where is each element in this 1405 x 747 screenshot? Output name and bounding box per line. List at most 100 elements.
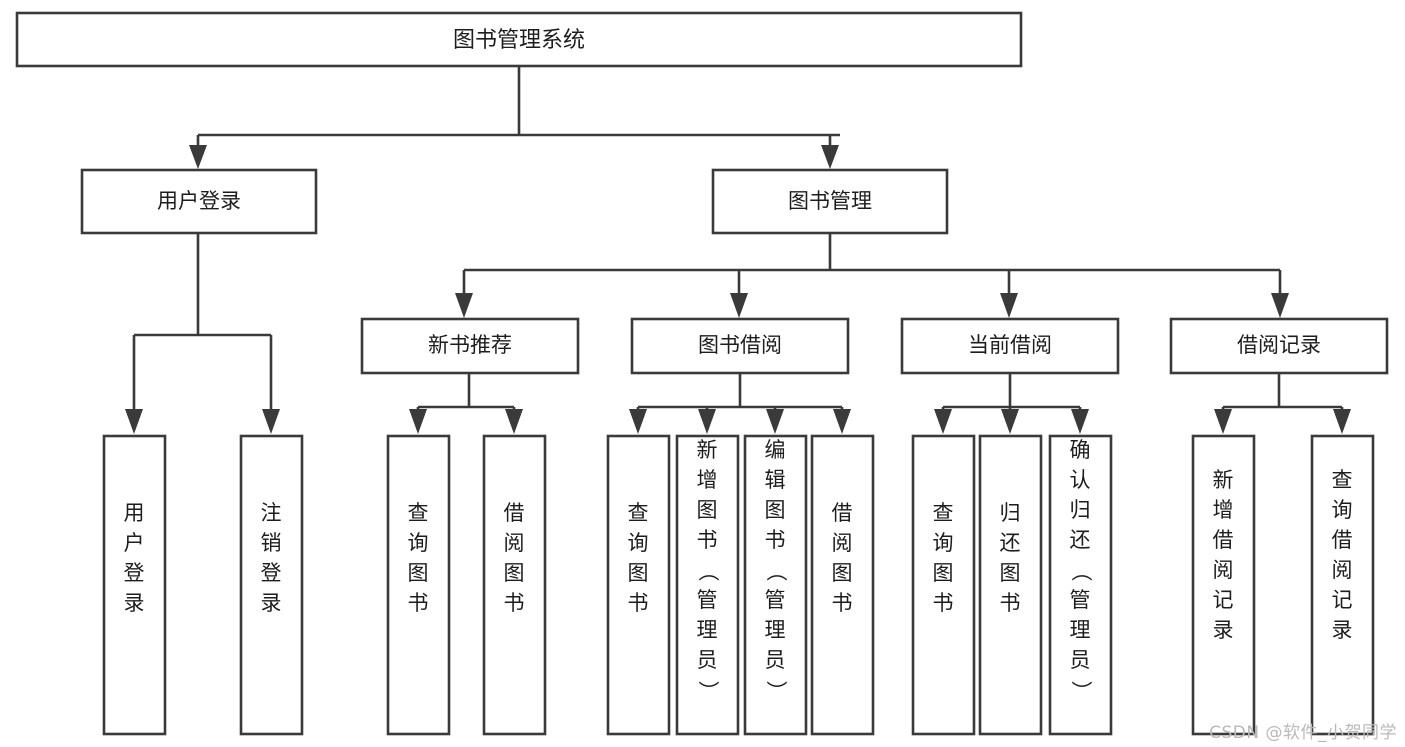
node-root[interactable]: 图书管理系统 <box>15 11 1023 68</box>
vertical-char: 用 <box>124 501 145 525</box>
node-borrow-record-label: 借阅记录 <box>1237 333 1321 357</box>
node-book-borrow-label: 图书借阅 <box>698 333 782 357</box>
node-current-borrow[interactable]: 当前借阅 <box>900 317 1120 375</box>
vertical-char: 书 <box>1000 591 1021 615</box>
connector-group-user-login <box>125 233 280 434</box>
vertical-char: 询 <box>628 531 649 555</box>
edge-current-borrow-to-leaves <box>941 373 1082 412</box>
node-leaf-5-box[interactable] <box>606 434 671 736</box>
vertical-char: 查 <box>408 501 429 525</box>
node-leaf-8-box[interactable] <box>810 434 875 736</box>
vertical-char: 图 <box>933 561 954 585</box>
vertical-char: 增 <box>697 468 718 492</box>
node-leaf-6-box[interactable] <box>675 434 740 736</box>
vertical-char: 员 <box>697 648 718 672</box>
arrow-to-leaf-4 <box>505 409 523 434</box>
arrow-to-user-login <box>189 145 207 169</box>
vertical-char: 户 <box>124 531 145 555</box>
node-leaf-7-box[interactable] <box>743 434 808 736</box>
vertical-char: 查 <box>933 501 954 525</box>
node-borrow-record-box[interactable] <box>1169 317 1389 375</box>
vertical-char: 书 <box>933 591 954 615</box>
node-new-book-rec-box[interactable] <box>360 317 580 375</box>
node-leaf-13-box[interactable] <box>1310 434 1375 736</box>
node-leaf-2-box[interactable] <box>239 434 304 736</box>
vertical-char: 阅 <box>504 531 525 555</box>
arrow-to-current-borrow <box>1000 293 1018 318</box>
connector-group-borrow-record <box>1214 373 1351 434</box>
vertical-char: 图 <box>832 561 853 585</box>
vertical-char: 归 <box>1000 501 1021 525</box>
vertical-char: 新 <box>697 438 718 462</box>
vertical-char: 确 <box>1070 438 1091 462</box>
arrow-to-borrow-record <box>1271 293 1289 318</box>
vertical-char: ） <box>1069 681 1093 702</box>
vertical-char: 借 <box>1332 528 1353 552</box>
edge-book-borrow-to-leaves <box>636 373 844 412</box>
vertical-char: 还 <box>1000 531 1021 555</box>
edge-user-login-to-leaves <box>132 233 273 412</box>
vertical-char: 记 <box>1332 588 1353 612</box>
node-leaf-12-box[interactable] <box>1191 434 1256 736</box>
vertical-char: 阅 <box>1332 558 1353 582</box>
node-leaf-10-box[interactable] <box>978 434 1043 736</box>
arrow-to-leaf-2 <box>262 409 280 434</box>
edge-new-book-rec-to-leaves <box>416 373 516 412</box>
node-current-borrow-box[interactable] <box>900 317 1120 375</box>
node-leaf-9-box[interactable] <box>911 434 976 736</box>
vertical-char: 书 <box>628 591 649 615</box>
edge-root-to-level2 <box>196 66 840 160</box>
node-user-login[interactable]: 用户登录 <box>80 168 318 235</box>
vertical-char: ） <box>764 681 788 702</box>
node-book-borrow-box[interactable] <box>630 317 850 375</box>
vertical-char: 管 <box>697 588 718 612</box>
node-leaf-4-box[interactable] <box>482 434 547 736</box>
vertical-char: 销 <box>261 531 282 555</box>
vertical-char: 图 <box>504 561 525 585</box>
connector-group-book-borrow <box>629 373 851 434</box>
vertical-char: 登 <box>261 561 282 585</box>
node-current-borrow-label: 当前借阅 <box>968 333 1052 357</box>
vertical-char: 借 <box>504 501 525 525</box>
node-leaf-3-box[interactable] <box>386 434 451 736</box>
arrow-to-leaf-9 <box>934 409 952 434</box>
node-book-manage-box[interactable] <box>711 168 949 235</box>
arrow-to-leaf-11 <box>1071 409 1089 434</box>
vertical-char: 记 <box>1213 588 1234 612</box>
node-new-book-rec[interactable]: 新书推荐 <box>360 317 580 375</box>
arrow-to-book-manage <box>821 145 839 169</box>
vertical-char: 还 <box>1070 528 1091 552</box>
node-leaf-1-box[interactable] <box>102 434 167 736</box>
node-leaf-11-box[interactable] <box>1048 434 1113 736</box>
vertical-char: 图 <box>697 498 718 522</box>
node-book-borrow[interactable]: 图书借阅 <box>630 317 850 375</box>
node-leaf-1[interactable]: 用户登录 <box>102 434 167 736</box>
vertical-char: 图 <box>408 561 429 585</box>
vertical-char: 图 <box>628 561 649 585</box>
node-book-manage[interactable]: 图书管理 <box>711 168 949 235</box>
node-user-login-box[interactable] <box>80 168 318 235</box>
vertical-char: 图 <box>765 498 786 522</box>
vertical-char: （ <box>764 561 788 582</box>
node-borrow-record[interactable]: 借阅记录 <box>1169 317 1389 375</box>
node-root-box[interactable] <box>15 11 1023 68</box>
